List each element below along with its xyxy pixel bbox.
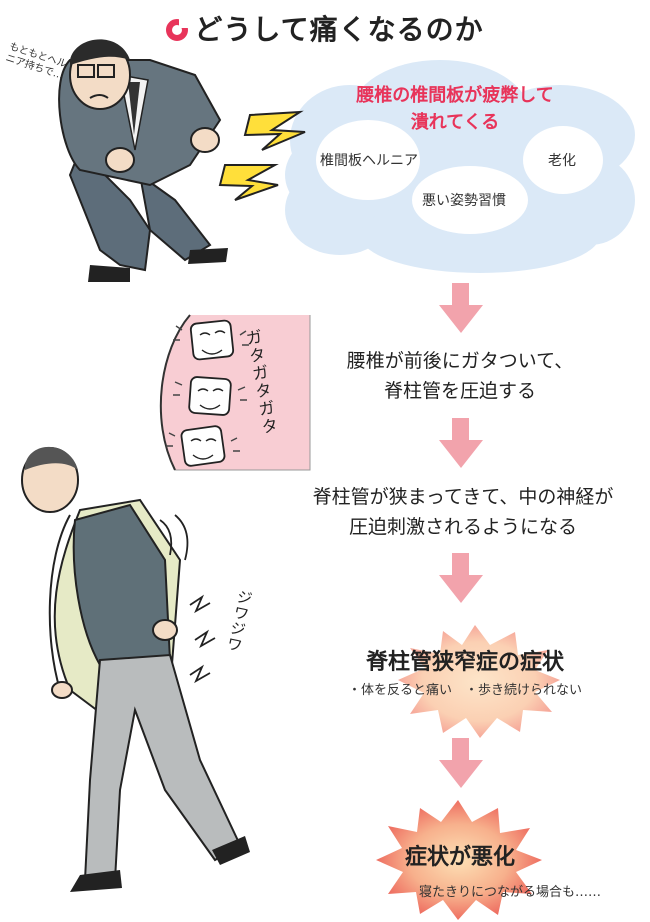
cloud-shape	[285, 60, 635, 273]
arrow-down-4	[439, 738, 483, 788]
flow-arrows	[439, 283, 483, 788]
symptoms-items: ・体を反ると痛い ・歩き続けられない	[347, 683, 582, 698]
arrow-down-2	[439, 418, 483, 468]
worsening-note: 寝たきりにつながる場合も……	[418, 885, 601, 900]
step-2-line2: 圧迫刺激されるようになる	[348, 516, 577, 538]
step-1-line1: 腰椎が前後にガタついて、	[346, 350, 574, 372]
step-1-line2: 脊柱管を圧迫する	[383, 380, 536, 402]
cloud-headline-line2: 潰れてくる	[410, 112, 500, 133]
walking-man-illustration	[21, 446, 250, 892]
step-2-line1: 脊柱管が狭まってきて、中の神経が	[312, 486, 614, 508]
arrow-down-1	[439, 283, 483, 333]
cloud-label-aging: 老化	[548, 153, 576, 169]
ring-icon	[166, 19, 189, 41]
page-title: どうして痛くなるのか	[0, 8, 650, 48]
worsening-burst	[376, 800, 542, 920]
kneeling-man-illustration	[58, 39, 306, 282]
cloud-headline: 腰椎の椎間板が疲弊して 潰れてくる	[320, 82, 590, 136]
cloud-label-hernia: 椎間板ヘルニア	[320, 153, 418, 169]
arrow-down-3	[439, 553, 483, 603]
worsening-heading: 症状が悪化	[404, 845, 515, 870]
symptoms-heading: 脊柱管狭窄症の症状	[365, 650, 564, 675]
symptom-burst	[398, 625, 560, 738]
cloud-headline-line1: 腰椎の椎間板が疲弊して	[356, 85, 554, 106]
cloud-label-posture: 悪い姿勢習慣	[422, 193, 506, 209]
page-title-text: どうして痛くなるのか	[194, 13, 484, 46]
step-1-text: 腰椎が前後にガタついて、 脊柱管を圧迫する	[290, 346, 630, 406]
vertebrae-panel	[159, 314, 311, 471]
step-2-text: 脊柱管が狭まってきて、中の神経が 圧迫刺激されるようになる	[288, 482, 638, 542]
